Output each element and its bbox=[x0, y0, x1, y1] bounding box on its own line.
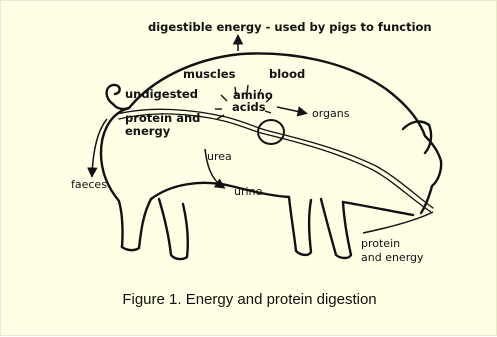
arrow-organs bbox=[277, 107, 305, 113]
label-muscles: muscles bbox=[183, 67, 236, 81]
figure-caption: Figure 1. Energy and protein digestion bbox=[1, 291, 497, 308]
label-and-energy: and energy bbox=[361, 251, 424, 264]
label-organs: organs bbox=[312, 107, 350, 120]
label-protein-and-energy-top: protein and energy bbox=[125, 111, 204, 138]
label-undigested: undigested bbox=[125, 87, 198, 101]
label-blood: blood bbox=[269, 67, 305, 81]
arrow-intake bbox=[363, 212, 433, 233]
label-acids: acids bbox=[232, 100, 266, 114]
pig-outline bbox=[101, 53, 441, 259]
label-digestible-energy: digestible energy - used by pigs to func… bbox=[148, 20, 432, 34]
label-protein: protein bbox=[361, 237, 400, 250]
arrow-faeces bbox=[92, 119, 107, 175]
label-faeces: faeces bbox=[71, 178, 107, 191]
label-urea: urea bbox=[207, 150, 232, 163]
label-urine: urine bbox=[234, 185, 263, 198]
